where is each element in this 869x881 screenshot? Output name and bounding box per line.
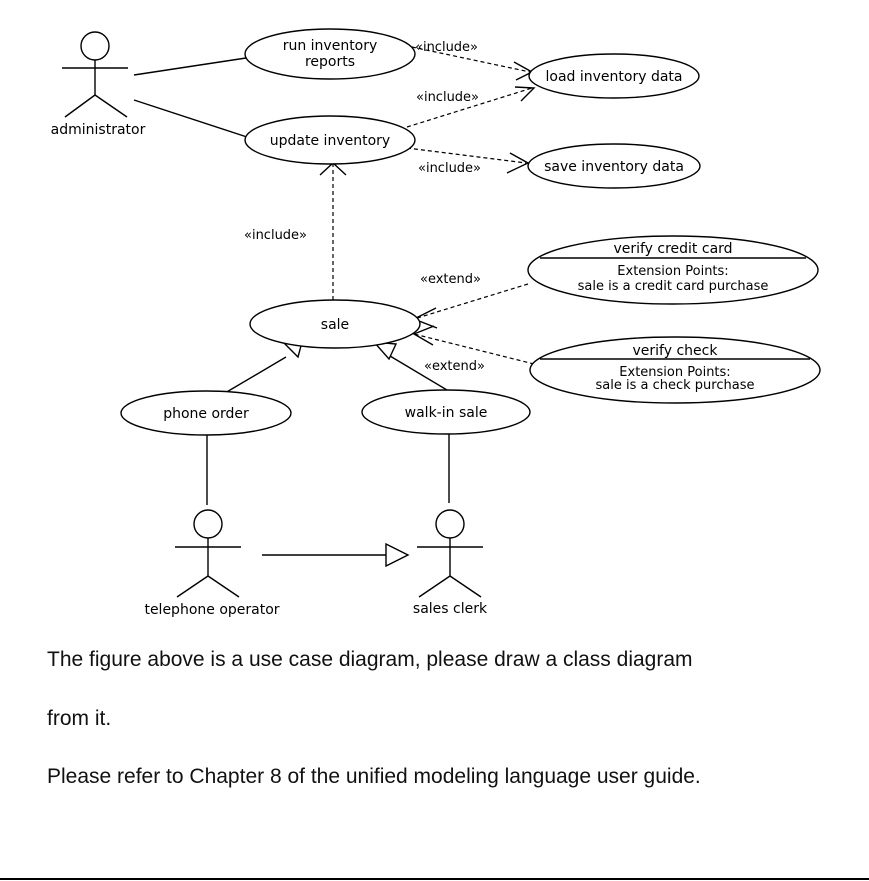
actor-telephone-operator: telephone operator [144, 509, 280, 618]
use-case-verify-credit-card-name: verify credit card [613, 241, 732, 257]
actor-administrator: administrator [51, 31, 146, 138]
actor-administrator-label: administrator [51, 122, 146, 138]
bottom-divider [0, 878, 869, 880]
use-case-diagram: administrator telephone operator sales c… [51, 28, 821, 618]
generalization-phone-order-to-sale [224, 341, 303, 394]
include-update-to-save: «include» [406, 147, 530, 176]
instruction-line-3: Please refer to Chapter 8 of the unified… [47, 765, 701, 788]
use-case-load-inventory-data: load inventory data [528, 53, 700, 99]
instruction-line-1: The figure above is a use case diagram, … [47, 648, 693, 671]
generalization-operator-to-clerk [262, 542, 410, 568]
extend-check-to-sale: «extend» [412, 325, 535, 374]
include-label-4: «include» [244, 228, 307, 243]
use-case-walk-in-sale-label: walk-in sale [405, 405, 488, 421]
include-update-to-load: «include» [406, 86, 536, 128]
extend-label-2: «extend» [424, 359, 485, 374]
use-case-run-inventory-reports-line1: run inventory [283, 38, 378, 54]
use-case-sale-label: sale [321, 317, 349, 333]
use-case-save-inventory-data: save inventory data [527, 143, 701, 189]
association-admin-run-reports [133, 57, 247, 76]
use-case-save-inventory-data-label: save inventory data [544, 159, 684, 175]
include-label-1: «include» [415, 40, 478, 55]
instruction-line-2: from it. [47, 707, 112, 730]
actor-telephone-operator-label: telephone operator [144, 602, 279, 618]
use-case-phone-order-label: phone order [163, 406, 249, 422]
use-case-verify-check: verify check Extension Points: sale is a… [529, 336, 821, 404]
use-case-walk-in-sale: walk-in sale [361, 389, 531, 435]
use-case-sale: sale [249, 299, 421, 349]
use-case-verify-credit-card: verify credit card Extension Points: sal… [527, 235, 819, 305]
use-case-update-inventory: update inventory [244, 115, 416, 165]
use-case-phone-order: phone order [120, 390, 292, 436]
extend-credit-card-to-sale: «extend» [412, 272, 529, 329]
use-case-update-inventory-label: update inventory [270, 133, 390, 149]
actor-sales-clerk: sales clerk [413, 509, 488, 617]
use-case-load-inventory-data-label: load inventory data [546, 69, 683, 85]
use-case-verify-credit-card-ext-title: Extension Points: [617, 264, 728, 279]
use-case-verify-check-ext-point: sale is a check purchase [596, 378, 755, 393]
use-case-run-inventory-reports-line2: reports [305, 54, 355, 70]
include-label-3: «include» [418, 161, 481, 176]
association-admin-update-inventory [133, 99, 251, 139]
use-case-verify-check-name: verify check [633, 343, 719, 359]
use-case-verify-check-ext-title: Extension Points: [619, 365, 730, 380]
include-run-reports-to-load: «include» [411, 40, 534, 81]
use-case-verify-credit-card-ext-point: sale is a credit card purchase [578, 279, 769, 294]
include-sale-to-update: «include» [244, 162, 347, 300]
extend-label-1: «extend» [420, 272, 481, 287]
include-label-2: «include» [416, 90, 479, 105]
use-case-run-inventory-reports: run inventory reports [244, 28, 416, 80]
actor-sales-clerk-label: sales clerk [413, 601, 488, 617]
